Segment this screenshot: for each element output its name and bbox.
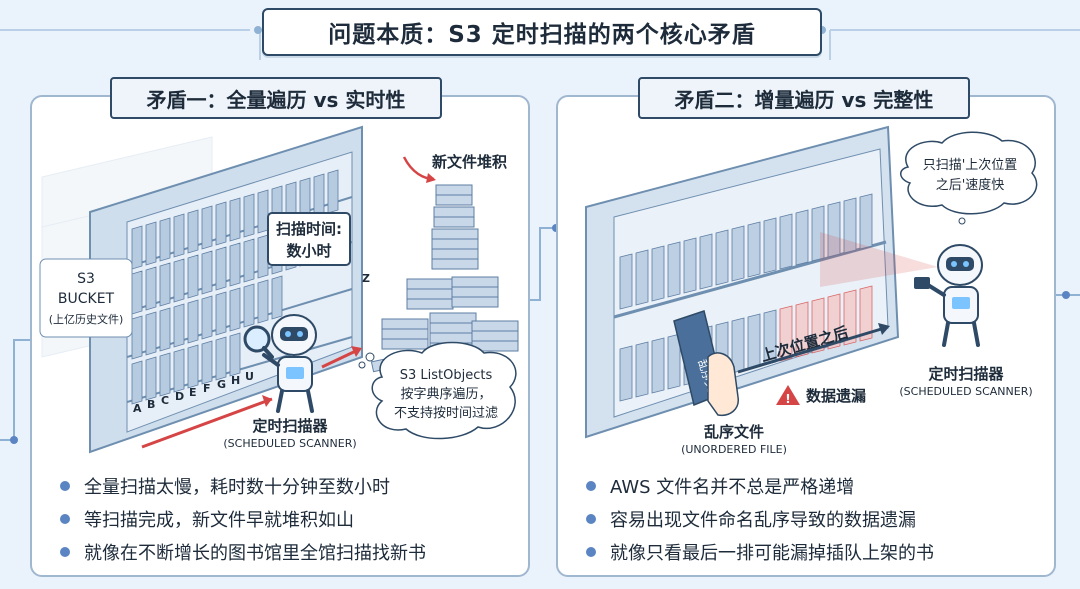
scanner-label-cn: 定时扫描器 <box>252 417 328 435</box>
bullet-item: 等扫描完成，新文件早就堆积如山 <box>60 502 520 535</box>
shelf-letter: C <box>161 394 169 407</box>
svg-text:!: ! <box>785 392 790 406</box>
fast-scan-thought-bubble: 只扫描'上次位置 之后'速度快 <box>900 131 1038 225</box>
shelf-letter: B <box>147 398 155 411</box>
contradiction-one-panel: 矛盾一：全量遍历 vs 实时性 A B C D E <box>30 77 530 577</box>
contradiction-one-heading: 矛盾一：全量遍历 vs 实时性 <box>110 77 442 119</box>
bullet-dot <box>586 546 596 557</box>
page-title: 问题本质：S3 定时扫描的两个核心矛盾 <box>262 8 822 56</box>
scanner-label-en: (SCHEDULED SCANNER) <box>223 437 356 450</box>
scanner-robot <box>243 314 317 413</box>
bullet-text: 就像只看最后一排可能漏掉插队上架的书 <box>610 542 934 564</box>
bullet-dot <box>586 480 596 491</box>
magnifier-icon <box>243 325 271 353</box>
shelf-letter: G <box>217 378 226 391</box>
bucket-line-2: BUCKET <box>58 291 115 307</box>
bullet-text: AWS 文件名并不总是严格递增 <box>610 476 855 498</box>
scan-time-sign: 扫描时间: 数小时 <box>267 212 351 266</box>
bullet-item: 容易出现文件命名乱序导致的数据遗漏 <box>586 502 1046 535</box>
missed-books-highlight <box>779 285 873 362</box>
shelf-letter: U <box>245 370 254 383</box>
scanner-label-en: (SCHEDULED SCANNER) <box>899 385 1032 398</box>
scan-direction-arrows <box>141 346 362 449</box>
bucket-line-3: (上亿历史文件) <box>49 312 124 326</box>
bullet-dot <box>586 513 596 524</box>
contradiction-one-bullets: 全量扫描太慢，耗时数十分钟至数小时 等扫描完成，新文件早就堆积如山 就像在不断增… <box>60 469 520 568</box>
scanner-gun-icon <box>914 277 930 289</box>
shelf-letter: H <box>231 374 240 387</box>
incremental-scan-illustration: 上次位置之后 ! 数据遗漏 乱序文件 乱序文件 (UNORDERED FILE)… <box>585 125 1038 456</box>
thought-line-2: 之后'速度快 <box>936 177 1005 193</box>
full-scan-illustration: A B C D E F G H U S3 BUCKET (上亿历史文件) 扫描时… <box>39 125 519 454</box>
list-objects-line-1: S3 ListObjects <box>400 368 493 383</box>
new-files-label: 新文件堆积 <box>432 153 507 171</box>
list-objects-thought-bubble: S3 ListObjects 按字典序遍历， 不支持按时间过滤 <box>358 341 517 440</box>
scanner-label-cn: 定时扫描器 <box>928 365 1004 383</box>
scan-beam <box>820 232 938 287</box>
shelf-letter: A <box>133 402 142 415</box>
shelf-letter: D <box>175 390 184 403</box>
thought-line-1: 只扫描'上次位置 <box>923 157 1018 173</box>
bullet-item: 就像只看最后一排可能漏掉插队上架的书 <box>586 535 1046 568</box>
contradiction-two-panel: 矛盾二：增量遍历 vs 完整性 上次位置之后 ! 数据遗漏 <box>556 77 1056 577</box>
unordered-label-en: (UNORDERED FILE) <box>681 443 787 456</box>
list-objects-line-2: 按字典序遍历， <box>400 386 491 402</box>
shelf-letter: E <box>189 386 197 399</box>
bullet-text: 等扫描完成，新文件早就堆积如山 <box>84 509 354 531</box>
s3-bucket-label: S3 BUCKET (上亿历史文件) <box>39 258 133 338</box>
unordered-book: 乱序文件 <box>673 310 739 417</box>
contradiction-two-bullets: AWS 文件名并不总是严格递增 容易出现文件命名乱序导致的数据遗漏 就像只看最后… <box>586 469 1046 568</box>
list-objects-line-3: 不支持按时间过滤 <box>394 406 498 421</box>
bullet-dot <box>60 546 70 557</box>
scanner-robot <box>914 244 983 347</box>
missing-label: 数据遗漏 <box>806 387 866 405</box>
bullet-dot <box>60 480 70 491</box>
shelf-letter: F <box>203 382 211 395</box>
warning-icon <box>776 385 800 405</box>
bullet-text: 就像在不断增长的图书馆里全馆扫描找新书 <box>84 542 426 564</box>
bullet-text: 全量扫描太慢，耗时数十分钟至数小时 <box>84 476 390 498</box>
unordered-label-cn: 乱序文件 <box>704 423 764 441</box>
bucket-line-1: S3 <box>77 271 95 287</box>
scan-time-line-2: 数小时 <box>286 242 331 260</box>
bullet-item: AWS 文件名并不总是严格递增 <box>586 469 1046 502</box>
bullet-item: 就像在不断增长的图书馆里全馆扫描找新书 <box>60 535 520 568</box>
bullet-dot <box>60 513 70 524</box>
bullet-item: 全量扫描太慢，耗时数十分钟至数小时 <box>60 469 520 502</box>
contradiction-two-heading: 矛盾二：增量遍历 vs 完整性 <box>638 77 970 119</box>
stack-letter: Z <box>362 272 370 285</box>
bullet-text: 容易出现文件命名乱序导致的数据遗漏 <box>610 509 916 531</box>
data-missing-warning: ! 数据遗漏 <box>776 385 866 406</box>
hand-icon <box>707 352 739 417</box>
scan-time-line-1: 扫描时间: <box>276 220 342 238</box>
